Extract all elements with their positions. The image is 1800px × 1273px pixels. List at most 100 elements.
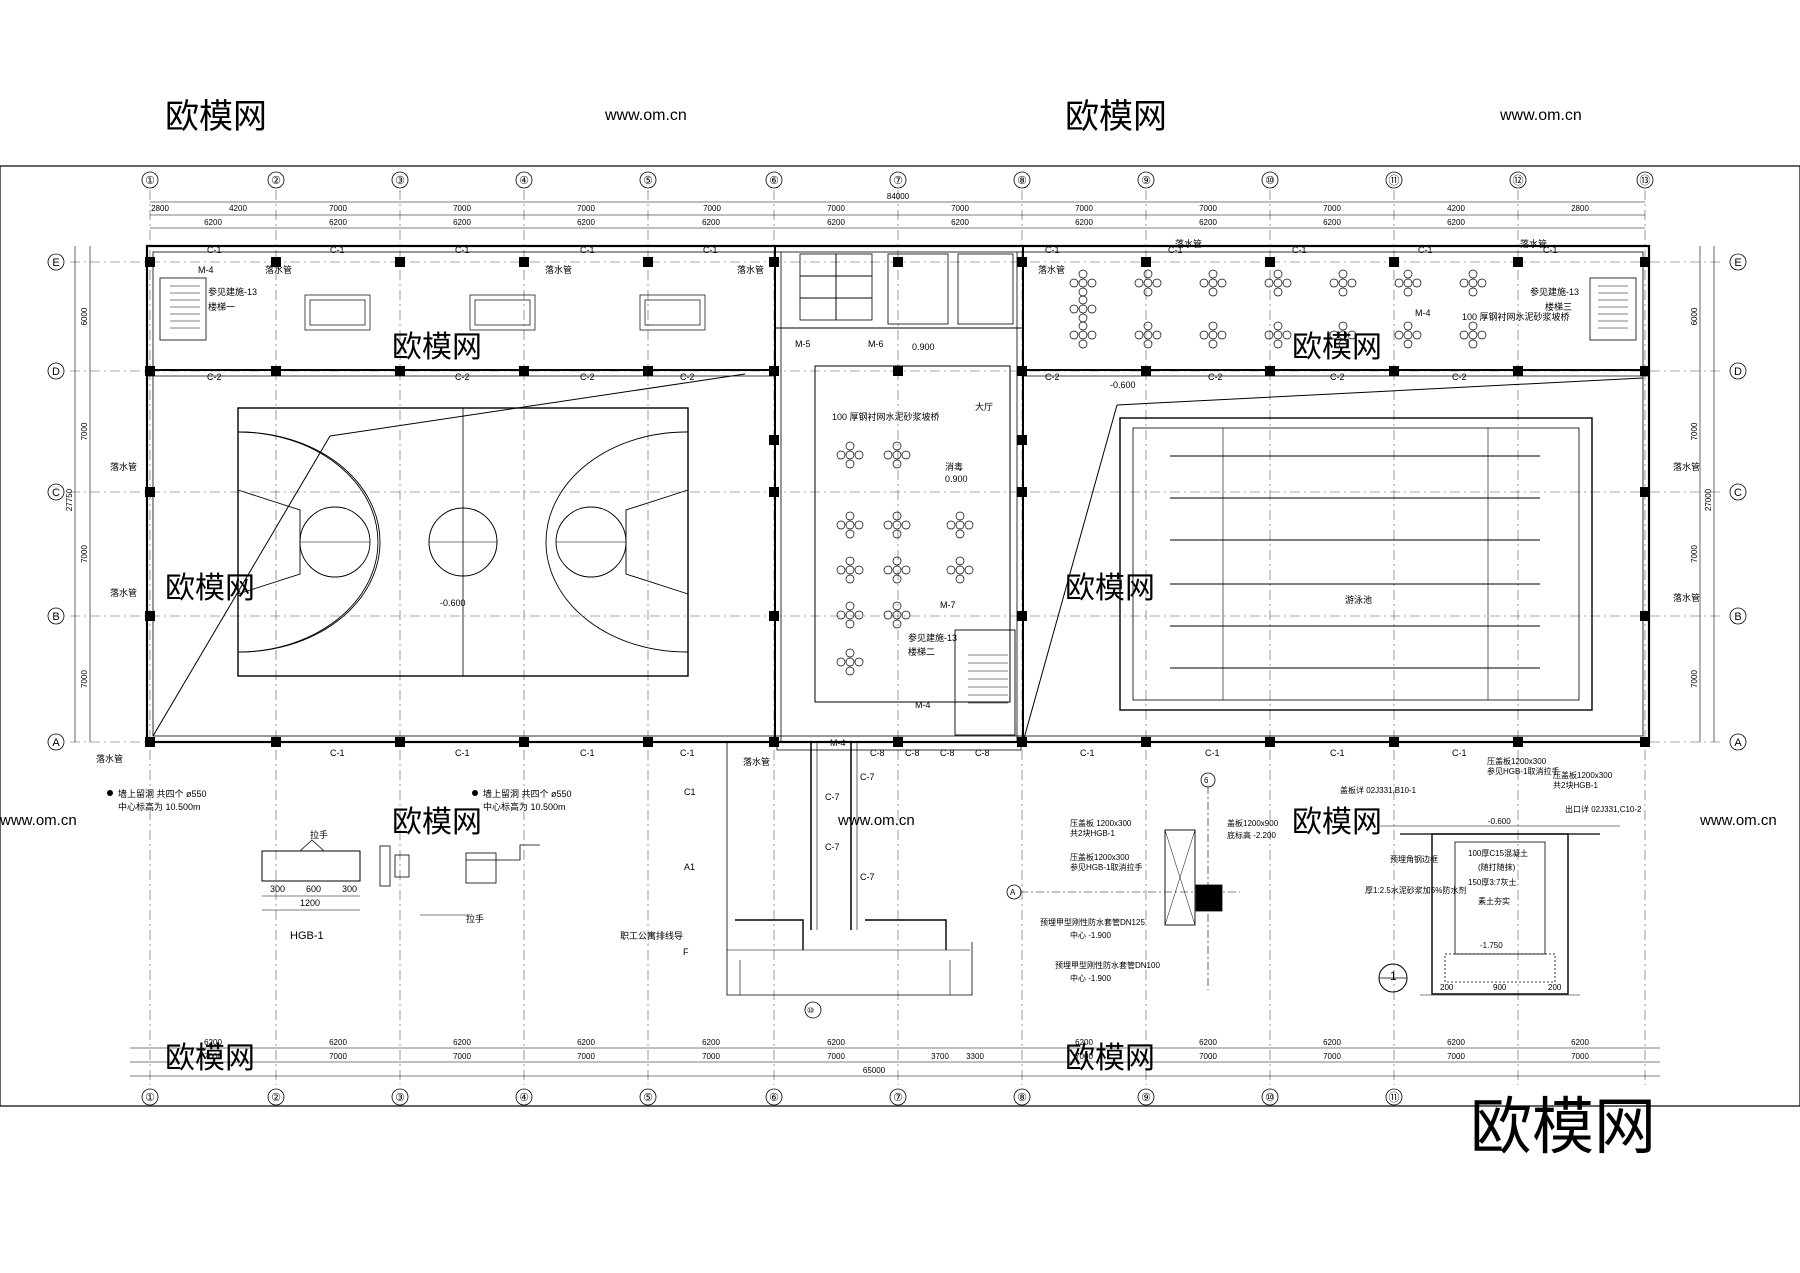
window-label: C-7 bbox=[860, 872, 875, 882]
counter-table bbox=[304, 294, 371, 331]
pit-ref: 出口详 02J331,C10-2 bbox=[1565, 804, 1642, 814]
watermark-url: www.om.cn bbox=[1699, 812, 1777, 829]
dim-value: 6200 bbox=[1447, 1038, 1465, 1047]
svg-text:①: ① bbox=[145, 175, 155, 187]
opening-note: 中心标高为 10.500m bbox=[118, 801, 201, 812]
window-label: C-2 bbox=[455, 372, 470, 382]
pit-note: 压盖板1200x300 bbox=[1553, 770, 1613, 780]
drain-label: 落水管 bbox=[545, 264, 572, 275]
drain-label: 落水管 bbox=[96, 753, 123, 764]
detail-note: 压盖板 1200x300 bbox=[1070, 818, 1132, 828]
dim-value: 7000 bbox=[703, 204, 721, 213]
detail-note: 共2块HGB-1 bbox=[1070, 828, 1115, 838]
counter-table-inner bbox=[644, 299, 701, 326]
column bbox=[1265, 257, 1275, 267]
window-label: C-8 bbox=[940, 748, 955, 758]
svg-text:B: B bbox=[1734, 611, 1741, 623]
watermark-logo: 欧模网 bbox=[1292, 806, 1382, 839]
svg-text:E: E bbox=[52, 257, 59, 269]
dim-value: 7000 bbox=[951, 204, 969, 213]
door-label: M-6 bbox=[868, 339, 884, 349]
dim-value: 6200 bbox=[577, 1038, 595, 1047]
column bbox=[1389, 257, 1399, 267]
column bbox=[1141, 737, 1151, 747]
dim-value: 7000 bbox=[453, 1052, 471, 1061]
column bbox=[1389, 737, 1399, 747]
table-group bbox=[883, 441, 911, 469]
axis-bubble-top: ⑫ bbox=[1509, 171, 1527, 189]
hgb-detail bbox=[261, 839, 540, 916]
pit-dim: 900 bbox=[1493, 983, 1507, 992]
hgb-dim: 300 bbox=[270, 884, 285, 894]
axis-bubble-top: ⑨ bbox=[1137, 171, 1155, 189]
door-label: M-7 bbox=[940, 600, 956, 610]
stair-ref: 参见建施-13 bbox=[1530, 286, 1579, 297]
dim-value: 6200 bbox=[1075, 218, 1093, 227]
column bbox=[1141, 366, 1151, 376]
table-group bbox=[1264, 269, 1292, 297]
dim-value: 6200 bbox=[1199, 1038, 1217, 1047]
svg-text:⑦: ⑦ bbox=[893, 175, 903, 187]
column bbox=[769, 435, 779, 445]
column bbox=[145, 257, 155, 267]
column bbox=[271, 257, 281, 267]
watermark-url: www.om.cn bbox=[837, 812, 915, 829]
svg-text:A: A bbox=[1734, 737, 1742, 749]
axis-bubble-bottom: ⑦ bbox=[889, 1088, 907, 1106]
dim-value: 4200 bbox=[229, 204, 247, 213]
axis-label: A1 bbox=[684, 862, 695, 872]
elevation-label: -0.600 bbox=[1110, 380, 1136, 390]
table-group bbox=[883, 601, 911, 629]
hgb-dim: 1200 bbox=[300, 898, 320, 908]
column bbox=[1640, 611, 1650, 621]
window-label: C-1 bbox=[207, 245, 222, 255]
column bbox=[1017, 366, 1027, 376]
column bbox=[519, 257, 529, 267]
window-label: C-2 bbox=[1452, 372, 1467, 382]
dim-value: 7000 bbox=[1323, 1052, 1341, 1061]
pit-dim: 200 bbox=[1548, 983, 1562, 992]
hgb-title: HGB-1 bbox=[290, 930, 324, 942]
detail-note: 底标高 -2.200 bbox=[1227, 830, 1276, 840]
door-label: M-4 bbox=[1415, 308, 1431, 318]
window-label: C-2 bbox=[580, 372, 595, 382]
svg-text:E: E bbox=[1734, 257, 1741, 269]
column bbox=[769, 487, 779, 497]
svg-text:D: D bbox=[1734, 366, 1742, 378]
pit-note: 100厚C15混凝土 bbox=[1468, 848, 1528, 858]
dim-value: 6200 bbox=[329, 1038, 347, 1047]
window-label: C-2 bbox=[207, 372, 222, 382]
hgb-hand: 拉手 bbox=[466, 913, 484, 924]
axis-bubble-bottom: ⑥ bbox=[765, 1088, 783, 1106]
counter-table bbox=[469, 294, 536, 331]
svg-text:⑧: ⑧ bbox=[1017, 1092, 1027, 1104]
dim-value: 3300 bbox=[966, 1052, 984, 1061]
drain-label: 落水管 bbox=[1038, 264, 1065, 275]
column bbox=[145, 611, 155, 621]
watermark-url: www.om.cn bbox=[0, 812, 77, 829]
column bbox=[145, 487, 155, 497]
window-label: C-1 bbox=[1452, 748, 1467, 758]
svg-text:⑦: ⑦ bbox=[893, 1092, 903, 1104]
pit-note: 150厚3:7灰土 bbox=[1468, 877, 1516, 887]
window-label: C-1 bbox=[1543, 245, 1558, 255]
window-label: C-1 bbox=[455, 748, 470, 758]
watermark-logo: 欧模网 bbox=[165, 1042, 255, 1075]
column bbox=[893, 257, 903, 267]
column bbox=[1141, 257, 1151, 267]
dim-value: 6200 bbox=[1323, 218, 1341, 227]
dim-value: 7000 bbox=[1690, 545, 1699, 563]
column bbox=[1640, 737, 1650, 747]
axis-bubble-top: ⑩ bbox=[1261, 171, 1279, 189]
dim-total: 65000 bbox=[863, 1066, 886, 1075]
door-label: M-4 bbox=[198, 265, 214, 275]
axis-bubble-bottom: ④ bbox=[515, 1088, 533, 1106]
column bbox=[643, 257, 653, 267]
window-label: C-1 bbox=[1080, 748, 1095, 758]
elevation-label: 0.900 bbox=[912, 342, 935, 352]
table-group bbox=[883, 556, 911, 584]
table-group bbox=[1329, 321, 1357, 349]
column bbox=[1265, 737, 1275, 747]
pipe-detail-labels: A 6 压盖板 1200x300 共2块HGB-1 压盖板1200x300 参见… bbox=[1010, 776, 1279, 983]
